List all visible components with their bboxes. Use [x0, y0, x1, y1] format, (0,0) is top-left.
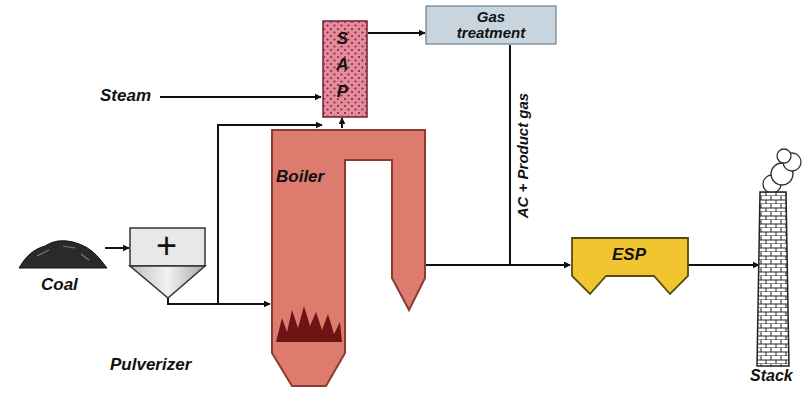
pulverizer: + Pulverizer	[108, 226, 228, 378]
stack-outline	[746, 148, 802, 388]
steam-line	[160, 96, 321, 98]
flow-arrow	[368, 32, 425, 34]
node-label: Coal	[41, 276, 78, 295]
stream-label: Steam	[100, 86, 151, 106]
coal-pile: Coal	[15, 236, 110, 304]
flow-arrow	[341, 118, 343, 128]
node-label: ESP	[612, 246, 646, 265]
caption-label: Pulverizer	[110, 356, 191, 375]
flow-arrow	[510, 45, 570, 265]
node-label: Stack	[750, 367, 793, 385]
node-label: S A P	[334, 26, 351, 105]
esp-unit: ESP	[570, 236, 690, 296]
flow-arrow	[688, 264, 759, 266]
node-label: Boiler	[276, 168, 324, 187]
flow-arrow	[425, 264, 570, 266]
sap-reactor: S A P	[322, 20, 368, 118]
esp-unit-outline	[570, 236, 690, 296]
node-label: +	[156, 226, 177, 266]
flow-arrow	[105, 247, 129, 249]
boiler: Boiler	[270, 128, 428, 390]
stack: Stack	[746, 148, 802, 388]
node-label: Gas treatment	[445, 9, 537, 41]
edge-label: AC + Product gas	[514, 92, 531, 217]
gas-treatment-box: Gas treatment	[425, 5, 557, 45]
